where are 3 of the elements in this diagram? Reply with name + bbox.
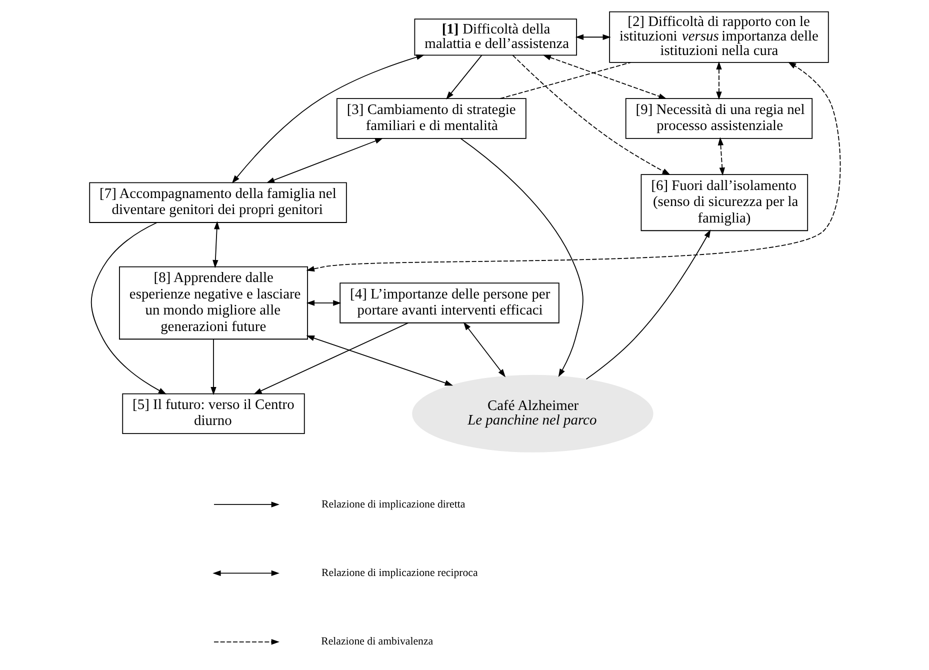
legend-label: Relazione di ambivalenza — [320, 636, 433, 648]
legend-label: Relazione di implicazione diretta — [321, 498, 465, 510]
legend-label: Relazione di implicazione reciproca — [321, 567, 478, 580]
